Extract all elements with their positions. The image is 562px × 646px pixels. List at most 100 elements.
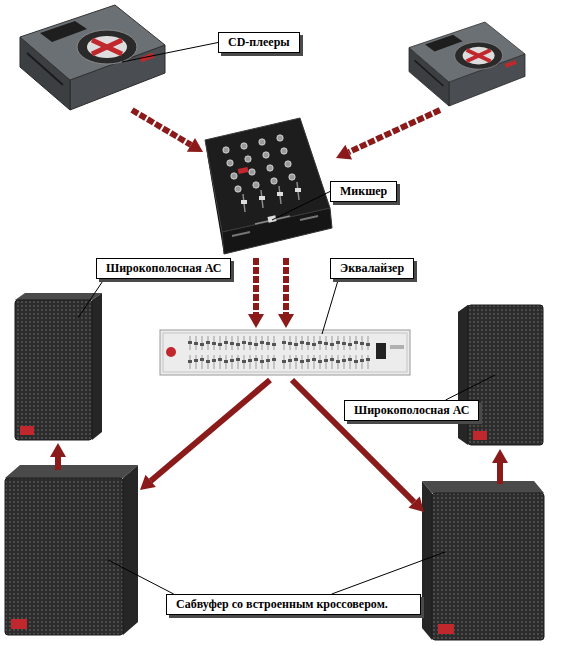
eq-slider-knob: [218, 343, 222, 346]
mixer-knob: [263, 152, 269, 158]
eq-slider-knob: [248, 342, 252, 345]
eq-slider: [220, 355, 221, 369]
eq-slider-knob: [312, 343, 316, 346]
eq-slider-knob: [236, 343, 240, 346]
eq-slider-knob: [266, 342, 270, 345]
eq-slider-knob: [318, 360, 322, 363]
eq-slider-knob: [242, 341, 246, 344]
mixer-knob: [277, 135, 283, 141]
callout-box: CD-плееры: [218, 32, 300, 53]
eq-slider-knob: [330, 343, 334, 346]
eq-slider-knob: [218, 358, 222, 361]
subwoofer: [5, 465, 138, 635]
callout-label: Широкополосная АС: [354, 403, 469, 417]
signal-arrow: [253, 258, 259, 314]
eq-slider-knob: [212, 359, 216, 362]
arrow-head: [336, 145, 352, 160]
callout-label: Эквалайзер: [340, 261, 404, 275]
equalizer: [160, 330, 410, 375]
mixer-knob: [223, 147, 229, 153]
eq-slider: [274, 355, 275, 369]
eq-slider-knob: [348, 343, 352, 346]
signal-arrows: [50, 110, 508, 512]
eq-slider: [202, 355, 203, 369]
arrow-head: [248, 314, 264, 328]
eq-slider-knob: [324, 342, 328, 345]
eq-slider-knob: [324, 359, 328, 362]
arrow-head: [278, 314, 294, 328]
eq-slider-knob: [194, 342, 198, 345]
eq-slider-knob: [300, 360, 304, 363]
signal-arrow: [283, 258, 289, 314]
eq-slider-knob: [272, 358, 276, 361]
mixer-knob: [259, 139, 265, 145]
mixer-knob: [241, 143, 247, 149]
leader-line: [446, 375, 495, 400]
callout-label: Микшер: [340, 184, 387, 198]
leader-line: [108, 560, 174, 594]
arrow-head: [187, 138, 203, 152]
eq-slider: [238, 355, 239, 369]
signal-arrow: [151, 380, 270, 481]
mixer-knob: [253, 182, 259, 188]
mixer-knob: [285, 161, 291, 167]
eq-slider-knob: [260, 360, 264, 363]
leader-line: [78, 279, 104, 318]
eq-slider-knob: [354, 360, 358, 363]
eq-slider-knob: [282, 341, 286, 344]
callout-box: Эквалайзер: [330, 258, 414, 279]
eq-slider-knob: [242, 360, 246, 363]
eq-slider-knob: [206, 341, 210, 344]
mixer-knob: [267, 165, 273, 171]
eq-slider-knob: [236, 358, 240, 361]
callout-label: CD-плееры: [228, 35, 290, 49]
mixer: [205, 118, 332, 254]
arrow-head: [408, 496, 424, 512]
eq-slider-knob: [288, 359, 292, 362]
callout-box: Микшер: [330, 181, 397, 202]
callout-box: Широкополосная АС: [344, 400, 479, 421]
eq-slider-knob: [342, 342, 346, 345]
mixer-fader: [259, 196, 265, 200]
eq-slider-knob: [282, 360, 286, 363]
eq-slider-knob: [206, 360, 210, 363]
eq-slider-knob: [254, 343, 258, 346]
eq-slider-knob: [288, 342, 292, 345]
eq-slider: [314, 355, 315, 369]
eq-slider-knob: [312, 358, 316, 361]
eq-slider-knob: [200, 358, 204, 361]
full-range-speaker: [15, 293, 102, 440]
eq-slider-knob: [300, 341, 304, 344]
arrow-head: [140, 475, 156, 490]
mixer-knob: [249, 169, 255, 175]
arrow-head: [50, 443, 66, 457]
leader-line: [322, 279, 338, 334]
eq-slider-knob: [336, 341, 340, 344]
mixer-knob: [231, 173, 237, 179]
eq-slider-knob: [348, 358, 352, 361]
eq-slider: [332, 355, 333, 369]
mixer-fader: [277, 192, 283, 196]
eq-slider-knob: [230, 342, 234, 345]
mixer-fader: [295, 188, 301, 192]
mixer-knob: [271, 178, 277, 184]
signal-arrow: [349, 110, 440, 152]
eq-slider: [256, 355, 257, 369]
eq-slider-knob: [330, 358, 334, 361]
eq-slider-knob: [318, 341, 322, 344]
eq-slider-knob: [266, 359, 270, 362]
eq-slider-knob: [306, 359, 310, 362]
eq-slider-knob: [254, 358, 258, 361]
mixer-knob: [227, 160, 233, 166]
arrow-head: [492, 449, 508, 463]
eq-slider-knob: [188, 360, 192, 363]
eq-slider-knob: [230, 359, 234, 362]
signal-arrow: [292, 380, 414, 502]
callout-box: Сабвуфер со встроенным кроссовером.: [166, 594, 421, 615]
eq-slider-knob: [366, 343, 370, 346]
eq-slider-knob: [194, 359, 198, 362]
mixer-knob: [289, 174, 295, 180]
